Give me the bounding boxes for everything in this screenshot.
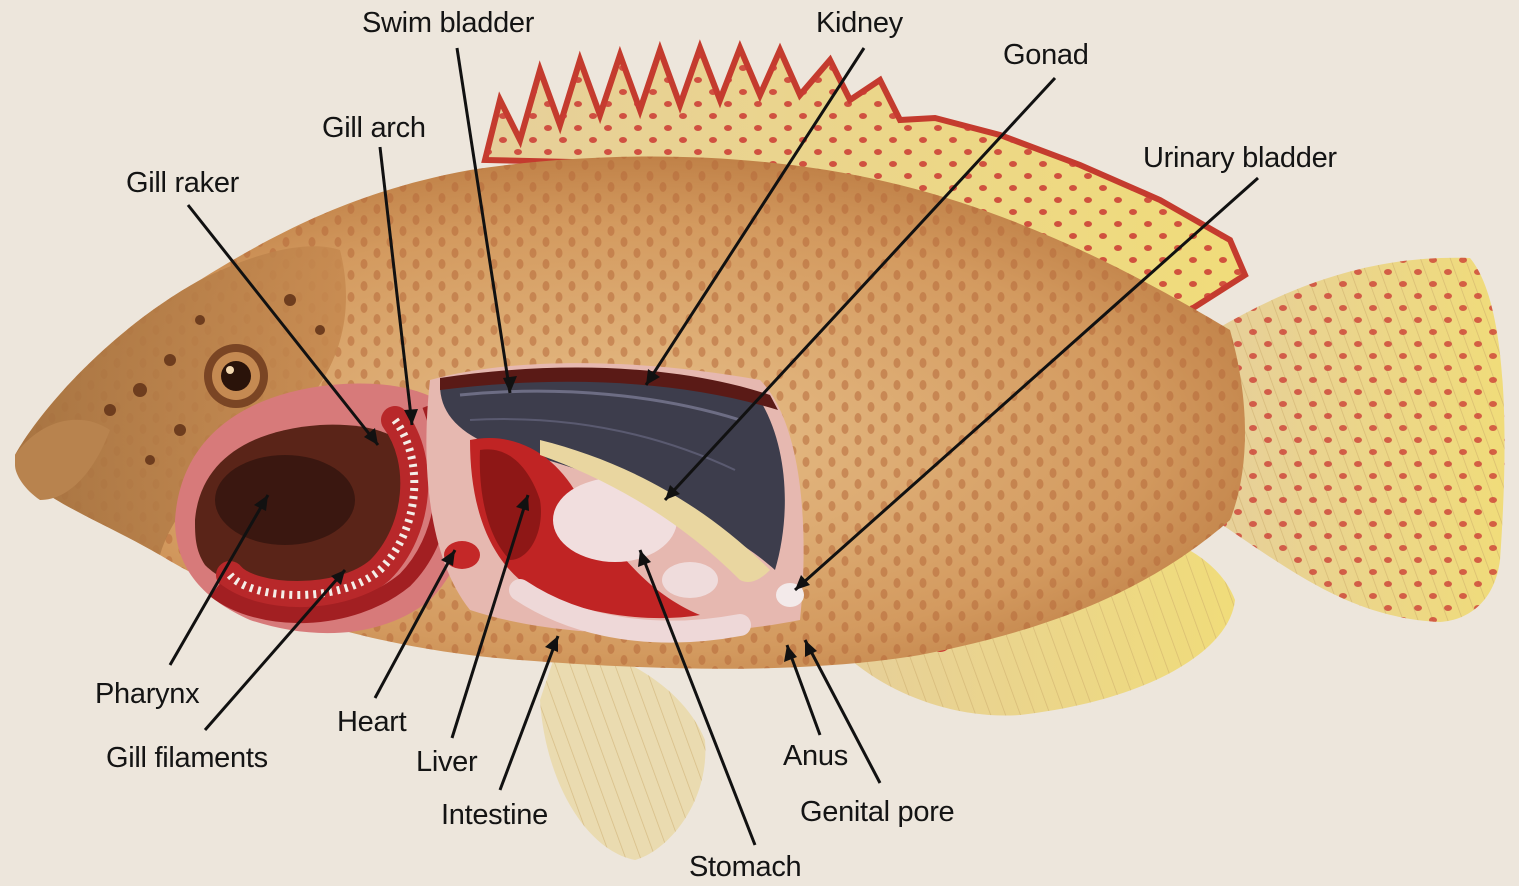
label-intestine: Intestine	[441, 798, 548, 832]
label-anus: Anus	[783, 739, 848, 773]
label-urinary-bladder: Urinary bladder	[1143, 141, 1337, 175]
label-liver: Liver	[416, 745, 477, 779]
label-kidney: Kidney	[816, 6, 903, 40]
label-genital-pore: Genital pore	[800, 795, 954, 829]
label-heart: Heart	[337, 705, 406, 739]
label-gill-raker: Gill raker	[126, 166, 239, 200]
label-gill-arch: Gill arch	[322, 111, 426, 145]
pelvic-fin	[540, 640, 705, 860]
label-swim-bladder: Swim bladder	[362, 6, 534, 40]
label-gonad: Gonad	[1003, 38, 1089, 72]
caudal-fin	[1215, 258, 1505, 622]
label-gill-filaments: Gill filaments	[106, 741, 268, 775]
fish-eye	[204, 344, 268, 408]
label-pharynx: Pharynx	[95, 677, 199, 711]
label-stomach: Stomach	[689, 850, 801, 884]
